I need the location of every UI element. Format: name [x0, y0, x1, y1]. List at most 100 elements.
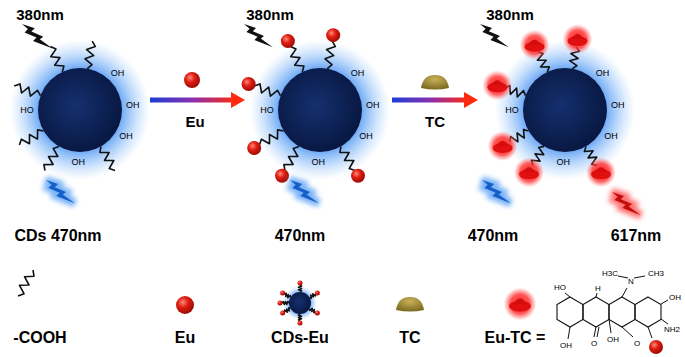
eu-ion	[315, 311, 320, 316]
light-bolt	[46, 180, 75, 203]
eu-ion	[326, 28, 340, 42]
eu-tc-dome	[513, 299, 526, 305]
group-label: OH	[596, 69, 610, 78]
light-bolt	[244, 24, 273, 47]
group-label: OH	[351, 69, 365, 78]
eu-tc-glow	[586, 157, 616, 187]
group-label: OH	[669, 294, 681, 302]
legend-text: TC	[399, 330, 420, 346]
group-label: O	[634, 340, 640, 348]
chem-bond	[618, 276, 628, 278]
eu-tc-glow	[514, 157, 544, 187]
carboxyl-chain	[325, 41, 335, 69]
chem-bond	[622, 327, 633, 337]
ring-bond	[609, 297, 635, 327]
group-label: OH	[366, 101, 380, 110]
eu-ion	[351, 169, 365, 183]
chem-bond	[568, 327, 570, 339]
eu-ion	[247, 141, 261, 155]
wavelength-label: 470nm	[468, 228, 519, 244]
light-glow	[290, 180, 319, 203]
eu-ion	[184, 72, 200, 88]
reaction-arrow	[392, 98, 468, 103]
eu-tc-dome	[572, 34, 584, 39]
wavelength-label: 380nm	[16, 7, 64, 22]
light-bolt	[482, 180, 511, 203]
carboxyl-chain	[299, 314, 302, 321]
tc-molecule	[421, 75, 449, 90]
carbon-dot	[523, 68, 607, 152]
ring-bond	[557, 297, 583, 327]
chem-bond	[596, 293, 597, 297]
eu-tc-glow	[520, 30, 550, 60]
chem-bond	[594, 327, 596, 337]
group-label: OH	[604, 132, 618, 141]
eu-tc-dome	[497, 141, 509, 146]
carboxyl-chain	[259, 130, 283, 145]
eu-ion	[242, 77, 256, 91]
tc-molecule	[396, 297, 424, 312]
arrow-head	[464, 92, 478, 108]
wavelength-label: 617nm	[611, 228, 662, 244]
ring-bond	[635, 297, 661, 327]
light-glow	[482, 180, 511, 203]
carbon-dot	[38, 68, 122, 152]
arrow-head	[231, 92, 245, 108]
ring-bond	[583, 297, 609, 327]
eu-ion	[278, 301, 283, 306]
eu-ion	[281, 34, 295, 48]
carboxyl-chain	[18, 270, 34, 296]
carboxyl-chain	[310, 294, 316, 298]
eu-ion	[275, 169, 289, 183]
eu-ion	[280, 291, 285, 296]
chem-bond	[597, 327, 599, 337]
wavelength-label: Eu	[185, 114, 204, 129]
carboxyl-chain	[284, 293, 290, 297]
group-label: OH	[71, 157, 85, 166]
carboxyl-chain	[290, 47, 304, 72]
eu-tc-dome	[491, 80, 503, 85]
carboxyl-chain	[14, 84, 40, 96]
eu-ion	[298, 281, 303, 286]
eu-ion	[649, 340, 663, 354]
eu-ion	[298, 321, 303, 326]
legend-text: Eu-TC =	[485, 330, 546, 346]
legend-text: -COOH	[13, 330, 66, 346]
wavelength-label: CDs 470nm	[14, 228, 101, 244]
carboxyl-chain	[284, 308, 290, 312]
eu-tc-glow	[504, 288, 537, 321]
group-label: OH	[126, 101, 140, 110]
eu-tc-dome	[595, 167, 607, 172]
carboxyl-chain	[254, 84, 280, 96]
wavelength-label: 380nm	[246, 7, 294, 22]
carboxyl-chain	[282, 302, 289, 305]
reaction-arrow	[150, 98, 235, 103]
group-label: HO	[20, 106, 34, 115]
group-label: OH	[111, 69, 125, 78]
light-glow	[612, 192, 641, 215]
group-label: HO	[554, 284, 566, 292]
group-label: OH	[611, 101, 625, 110]
carboxyl-chain	[85, 41, 95, 69]
carboxyl-chain	[19, 130, 43, 145]
light-glow	[46, 180, 75, 203]
group-label: NH2	[664, 326, 680, 334]
group-label: HO	[505, 106, 519, 115]
eu-ion	[280, 311, 285, 316]
light-bolt	[480, 24, 509, 47]
group-label: HO	[260, 106, 274, 115]
fluorescence-glow	[10, 40, 150, 180]
eu-ion	[176, 296, 194, 314]
chem-bond	[661, 300, 668, 304]
eu-tc-glow	[488, 131, 518, 161]
eu-tc-dome	[523, 167, 535, 172]
group-label: OH	[119, 132, 133, 141]
group-label: OH	[607, 336, 619, 344]
chem-bond	[648, 327, 652, 338]
carboxyl-chain	[50, 47, 64, 72]
carboxyl-chain	[299, 285, 302, 292]
wavelength-label: 380nm	[486, 7, 534, 22]
eu-tc-dome	[529, 40, 541, 45]
